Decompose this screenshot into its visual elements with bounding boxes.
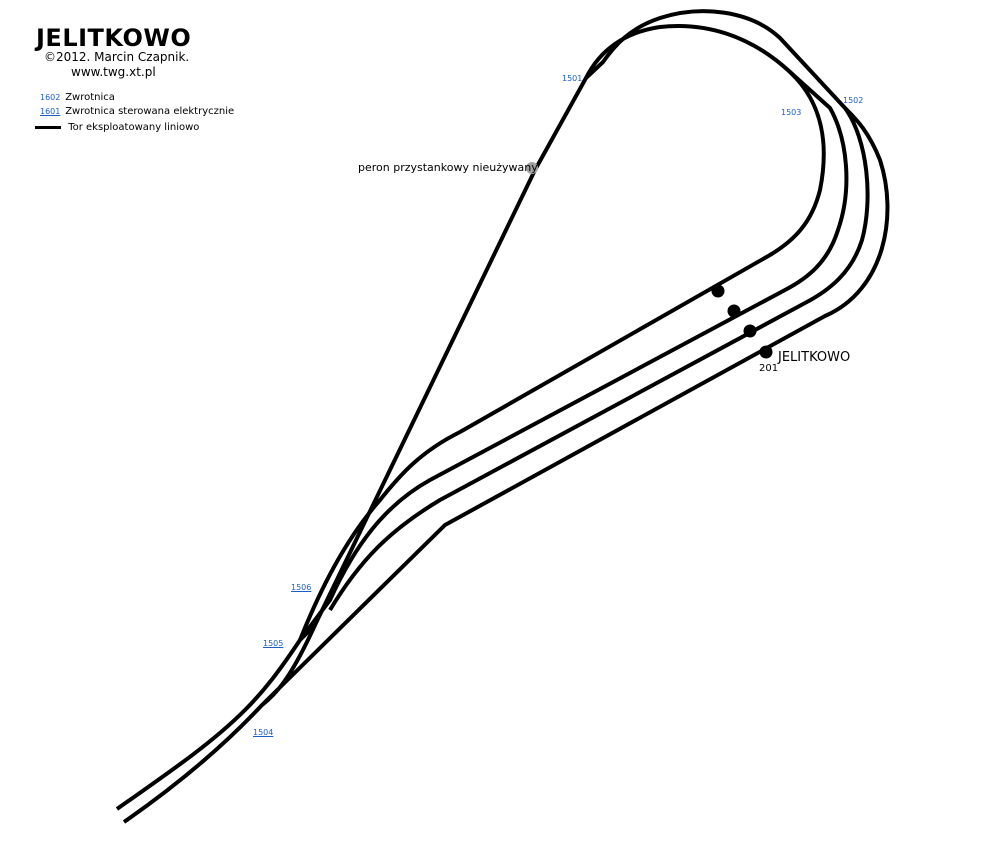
track-entry-2 [115,623,317,811]
legend-track-line [35,125,61,129]
station-name: JELITKOWO [778,350,851,365]
copyright-text: ©2012. Marcin Czapnik. [44,50,190,64]
signal-dot [711,284,725,298]
legend-switch-label: Zwrotnica [65,92,115,103]
track-third-loop [328,106,870,612]
switch-1501: 1501 [562,74,583,83]
website-text: www.twg.xt.pl [71,65,156,79]
platform-label: peron przystankowy nieużywany [358,161,538,174]
legend-electric-switch: 1601 Zwrotnica sterowana elektrycznie [40,105,234,119]
switch-1506[interactable]: 1506 [291,583,312,592]
signal-dot [743,324,757,338]
switch-1503: 1503 [781,108,802,117]
legend-track: Tor eksploatowany liniowo [35,121,199,135]
track-inner-loop [298,23,826,641]
switch-1504[interactable]: 1504 [253,728,274,737]
legend-electric-switch-number: 1601 [40,107,61,116]
legend-track-label: Tor eksploatowany liniowo [68,122,200,133]
legend-switch: 1602 Zwrotnica [40,91,115,105]
track-outer-loop [122,9,890,824]
legend-switch-number: 1602 [40,93,61,102]
signal-dot [727,304,741,318]
legend-electric-switch-label: Zwrotnica sterowana elektrycznie [65,106,235,117]
platform-marker [526,162,538,174]
signal-label-201: 201 [759,363,779,374]
switch-1502: 1502 [843,96,864,105]
switch-1505[interactable]: 1505 [263,639,284,648]
signal-dot-201 [759,345,773,359]
page-title: JELITKOWO [36,24,192,52]
track-middle-loop [298,70,849,642]
